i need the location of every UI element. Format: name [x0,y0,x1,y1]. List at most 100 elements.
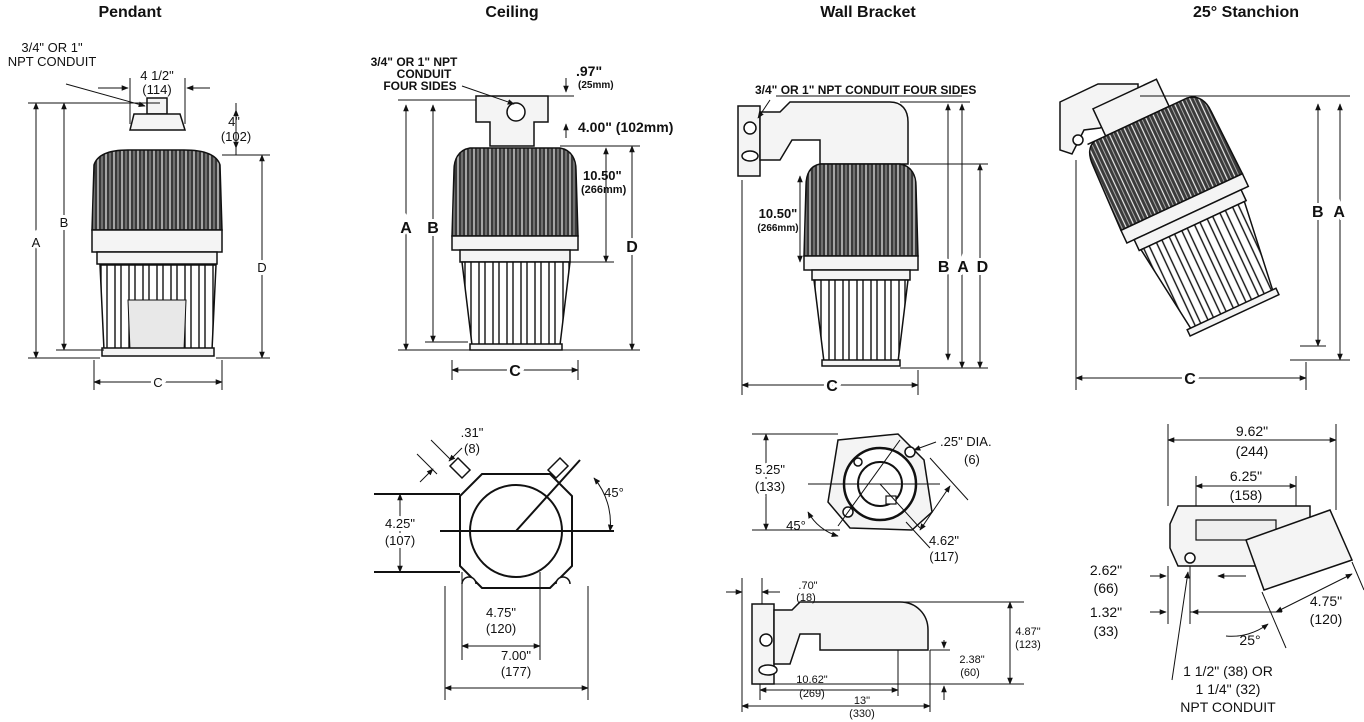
ceiling-fixture-drawing [451,95,579,351]
ceiling-label-d: D [626,239,638,256]
pendant-label-a: A [32,235,41,250]
ceiling-plan-angle: 45° [604,485,624,500]
pendant-label-d: D [257,260,266,275]
ceiling-425-mm: (107) [385,533,415,548]
ceiling-label-c: C [509,363,521,380]
pendant-globe [127,299,187,351]
ceiling-slot-in: .31" [461,425,484,440]
wall-conduit-spec: 3/4" OR 1" NPT CONDUIT FOUR SIDES [755,83,976,97]
wall-plan-drawing [752,433,969,549]
stanchion-475-mm: (120) [1310,611,1343,627]
wall-238-in: 2.38" [959,654,984,666]
stanchion-475-in: 4.75" [1310,593,1342,609]
stanchion-962-mm: (244) [1236,443,1269,459]
wall-238-mm: (60) [960,667,980,679]
wall-arm [759,101,909,165]
ceiling-housing [451,147,579,237]
ceiling-label-b: B [427,220,439,237]
pendant-fixture-drawing [91,97,223,357]
ceiling-700-in: 7.00" [501,648,531,663]
stanchion-132-mm: (33) [1094,623,1119,639]
ceiling-conduit-size: 3/4" OR 1" NPT [371,55,458,69]
wall-487-in: 4.87" [1015,626,1040,638]
stanchion-detail-drawing [1150,424,1364,681]
pendant-conduit-type: NPT CONDUIT [8,54,97,69]
wall-70-in: .70" [798,580,817,592]
ceiling-slot [448,456,472,480]
wall-70-mm: (18) [796,592,816,604]
pendant-cap [129,113,187,131]
pendant-dimensions [28,78,270,390]
pendant-label-c: C [153,375,162,390]
wall-487-mm: (123) [1015,639,1041,651]
wall-13-mm: (330) [849,708,875,720]
pendant-conduit-size: 3/4" OR 1" [21,40,83,55]
ceiling-cage [461,261,571,346]
wall-1050-mm: (266mm) [757,223,798,234]
ceiling-1050-in: 10.50" [583,168,622,183]
pendant-width-in: 4 1/2" [140,68,174,83]
ceiling-label-a: A [400,220,412,237]
wall-plan-angle: 45° [786,518,806,533]
ceiling-slot-mm: (8) [464,441,480,456]
wall-housing [803,163,919,257]
stanchion-conduit-line2: 1 1/4" (32) [1196,681,1261,697]
wall-525-mm: (133) [755,479,785,494]
stanchion-962-in: 9.62" [1236,423,1268,439]
wall-side-arm [773,601,929,665]
stanchion-625-mm: (158) [1230,487,1263,503]
stanchion-conduit-line3: NPT CONDUIT [1180,699,1276,715]
wall-bracket-heading: Wall Bracket [820,4,916,21]
stanchion-label-c: C [1184,371,1196,388]
ceiling-box [475,95,549,147]
stanchion-tube-stub [1245,509,1354,591]
stanchion-angle: 25° [1239,632,1260,648]
pendant-width-mm: (114) [142,82,171,97]
stanchion-heading: 25° Stanchion [1193,4,1299,21]
stanchion-dimensions [1075,95,1350,390]
ceiling-heading: Ceiling [485,4,539,21]
pendant-conduit-hub [146,97,168,115]
pendant-collar [91,229,223,253]
pendant-housing [91,149,223,231]
stanchion-conduit-line1: 1 1/2" (38) OR [1183,663,1273,679]
ceiling-plan-drawing [374,439,614,700]
ceiling-700-mm: (177) [501,664,531,679]
stanchion-262-mm: (66) [1094,580,1119,596]
wall-label-c: C [826,378,838,395]
wall-525-in: 5.25" [755,462,785,477]
wall-dia-in: .25" DIA. [940,434,992,449]
wall-462-mm: (117) [929,549,958,564]
ceiling-475-in: 4.75" [486,605,516,620]
stanchion-625-in: 6.25" [1230,468,1262,484]
stanchion-labels-ba: B A [1312,204,1348,221]
pendant-heading: Pendant [98,4,162,21]
ceiling-1050-mm: (266mm) [581,184,627,196]
wall-1062-in: 10.62" [796,674,828,686]
wall-1062-mm: (269) [799,688,825,700]
ceiling-dimensions [398,78,640,380]
wall-dimensions [741,95,988,395]
wall-cage [813,279,909,363]
wall-fixture-drawing [737,101,919,367]
ceiling-octagon-base [459,473,573,589]
ceiling-conduit-type: CONDUIT [397,67,452,81]
stanchion-262-in: 2.62" [1090,562,1122,578]
wall-13-in: 13" [854,695,870,707]
wall-1050-in: 10.50" [759,206,798,221]
stanchion-132-in: 1.32" [1090,604,1122,620]
pendant-label-b: B [60,215,69,230]
ceiling-97-mm: (25mm) [578,80,614,91]
wall-bracket-plate [737,105,761,177]
ceiling-97-in: .97" [576,63,602,79]
pendant-top-mm: (102) [221,129,251,144]
wall-side-drawing [726,578,1024,712]
ceiling-425-in: 4.25" [385,516,415,531]
ceiling-475-mm: (120) [486,621,516,636]
ceiling-400: 4.00" (102mm) [578,119,673,135]
wall-462-in: 4.62" [929,533,959,548]
stanchion-fixture-drawing [1059,78,1280,338]
wall-labels-bad: B A D [938,259,990,276]
wall-dia-mm: (6) [964,452,980,467]
